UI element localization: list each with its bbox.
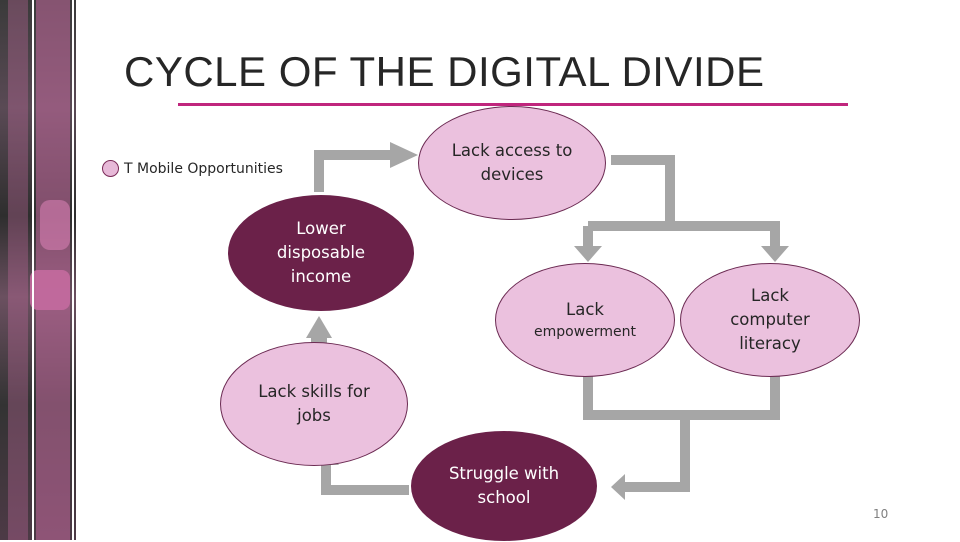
node-text-line: Lack skills for (258, 380, 370, 404)
node-text-line: income (277, 265, 365, 289)
node-text-line: empowerment (534, 322, 636, 342)
arrow-to-school (625, 415, 685, 487)
node-lack-skills-for-jobs: Lack skills for jobs (220, 342, 408, 466)
node-text-line: Lack (730, 284, 810, 308)
node-text-line: school (449, 486, 559, 510)
node-text-line: Lower (277, 217, 365, 241)
arrowhead-to-school (611, 474, 625, 500)
node-text-line: literacy (730, 332, 810, 356)
node-lack-empowerment: Lack empowerment (495, 263, 675, 377)
node-lack-access-to-devices: Lack access to devices (418, 106, 606, 220)
node-text-line: Struggle with (449, 462, 559, 486)
arrow-to-school-merge (588, 375, 775, 415)
arrowhead-to-literacy (761, 246, 789, 262)
node-text-line: disposable (277, 241, 365, 265)
node-text-line: devices (452, 163, 573, 187)
arrowhead-to-access (390, 142, 418, 168)
arrowhead-to-income (306, 316, 332, 338)
arrowhead-to-empowerment (574, 246, 602, 262)
arrow-split-branch (588, 226, 775, 246)
node-lower-disposable-income: Lower disposable income (227, 194, 415, 312)
node-text-line: computer (730, 308, 810, 332)
node-text-line: jobs (258, 404, 370, 428)
node-text-line: Lack access to (452, 139, 573, 163)
arrow-school-to-skills (326, 465, 409, 490)
page-number: 10 (873, 507, 888, 521)
arrow-income-to-access (319, 155, 390, 192)
node-struggle-with-school: Struggle with school (410, 430, 598, 542)
arrow-access-to-split (611, 160, 670, 228)
node-lack-computer-literacy: Lack computer literacy (680, 263, 860, 377)
node-text-line: Lack (534, 298, 636, 322)
